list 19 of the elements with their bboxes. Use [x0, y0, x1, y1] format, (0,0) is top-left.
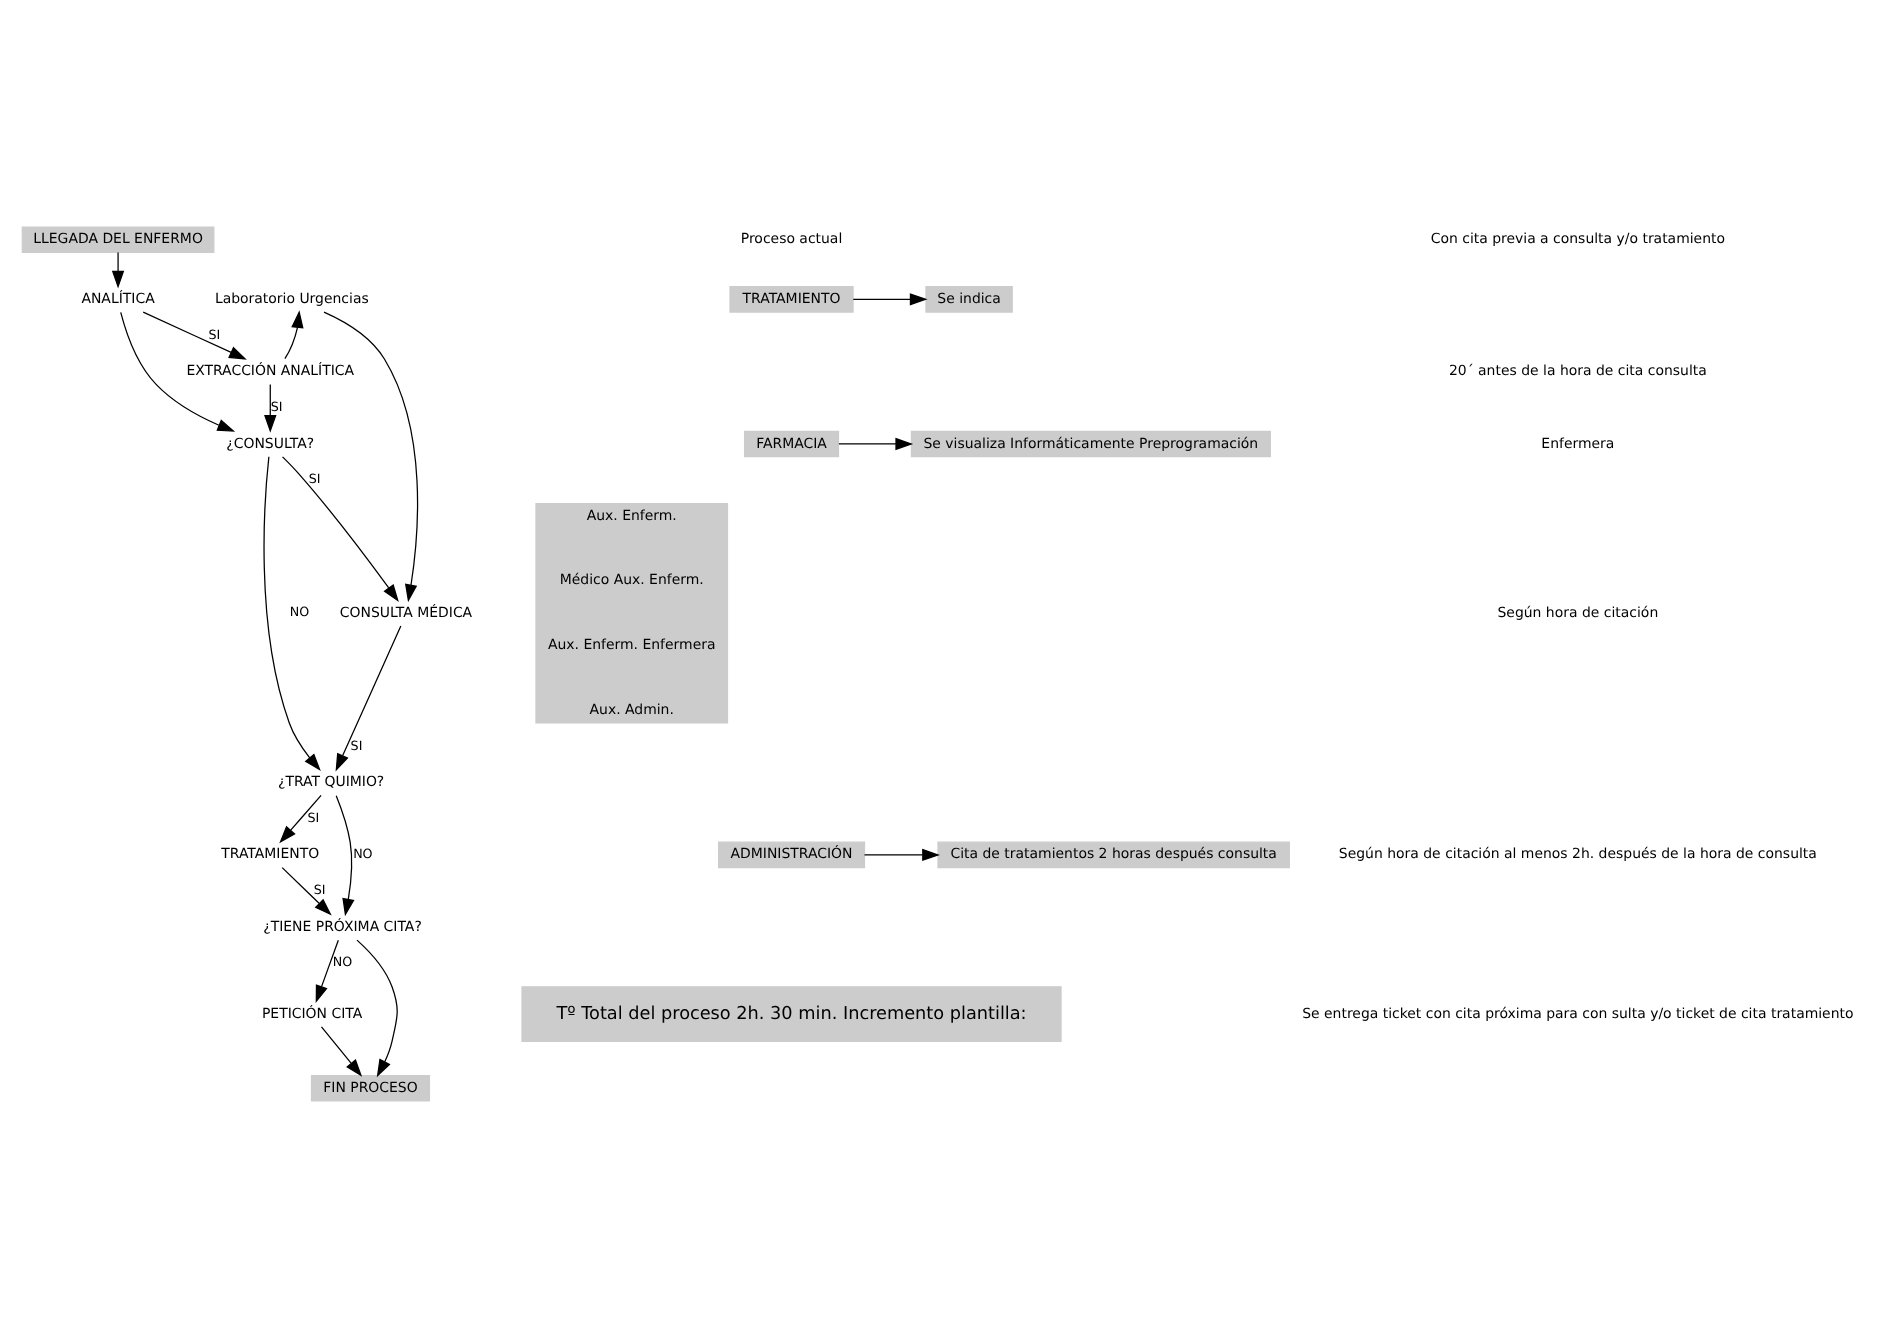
- node-box: Tº Total del proceso 2h. 30 min. Incremento plantilla:: [521, 985, 1062, 1041]
- arrow: [281, 866, 332, 915]
- arrow: [852, 292, 928, 305]
- arrow: [284, 309, 304, 359]
- arrow: [335, 794, 355, 916]
- arrow: [315, 938, 339, 1002]
- arrow: [838, 436, 914, 450]
- arrow: [264, 382, 277, 432]
- arrow: [281, 455, 399, 601]
- arrow: [320, 1025, 363, 1076]
- arrow: [111, 250, 125, 288]
- arrow: [263, 455, 321, 770]
- arrow: [863, 847, 940, 861]
- arrow: [279, 793, 322, 843]
- arrow: [323, 310, 419, 602]
- arrow: [356, 938, 398, 1077]
- arrow: [335, 624, 402, 771]
- arrow: [142, 310, 247, 359]
- arrow: [120, 310, 236, 431]
